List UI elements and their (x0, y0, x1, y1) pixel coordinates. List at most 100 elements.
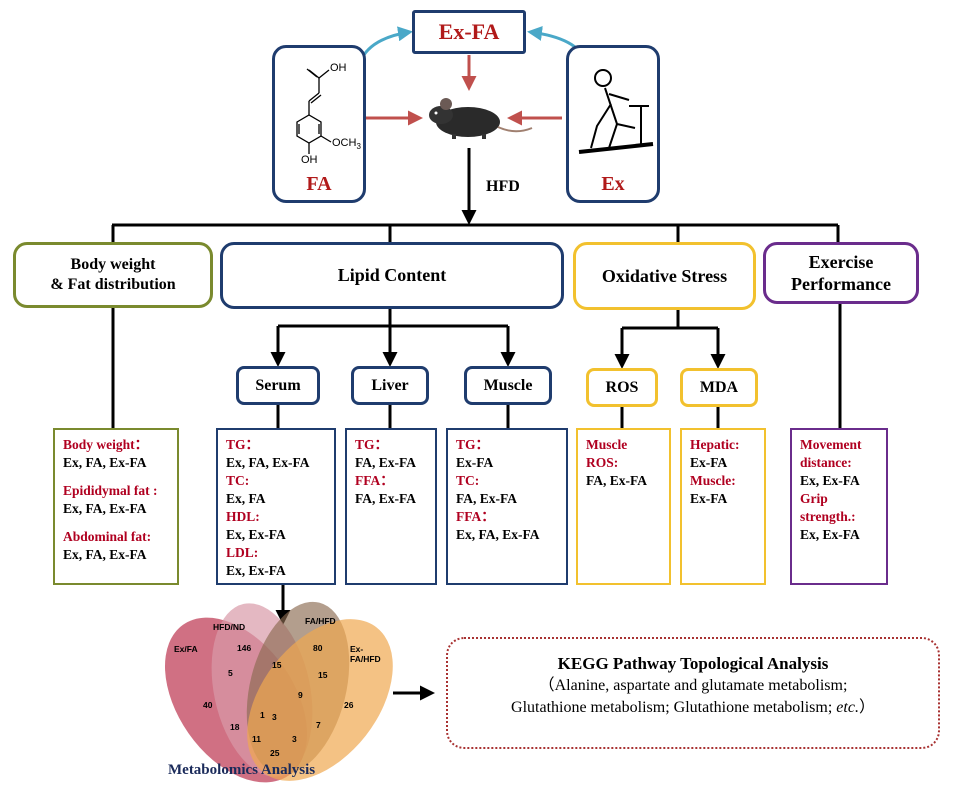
och3-label: OCH3 (332, 137, 361, 151)
venn-count: 7 (316, 720, 321, 730)
result-label: TG： (226, 437, 260, 452)
result-label: FFA： (355, 473, 394, 488)
venn-count: 5 (228, 668, 233, 678)
kegg-title: KEGG Pathway Topological Analysis (557, 654, 829, 673)
treadmill-runner-icon (578, 69, 654, 154)
kegg-line2-text: Glutathione metabolism; Glutathione meta… (511, 699, 837, 716)
result-label: TC: (456, 473, 480, 488)
result-label: Body weight： (63, 437, 149, 452)
result-label: Epididymal fat : (63, 483, 158, 498)
fa-label: FA (306, 173, 332, 195)
result-label: Muscle (586, 437, 628, 452)
results-muscle: TG： Ex-FA TC: FA, Ex-FA FFA： Ex, FA, Ex-… (446, 428, 568, 585)
result-value: Ex, Ex-FA (800, 473, 860, 488)
results-serum: TG： Ex, FA, Ex-FA TC: Ex, FA HDL: Ex, Ex… (216, 428, 336, 585)
venn-set-label: Ex-FA/HFD (350, 644, 381, 664)
result-value: Ex, Ex-FA (226, 563, 286, 578)
results-body-weight: Body weight： Ex, FA, Ex-FA Epididymal fa… (53, 428, 179, 585)
result-label: distance: (800, 455, 852, 470)
subcat-ros: ROS (586, 368, 658, 407)
kegg-line2: Glutathione metabolism; Glutathione meta… (448, 697, 938, 719)
venn-count: 18 (230, 722, 240, 732)
subcat-liver-label: Liver (371, 376, 409, 394)
category-body-weight-line1: Body weight (70, 256, 156, 273)
venn-count: 40 (203, 700, 213, 710)
result-label: Hepatic: (690, 437, 740, 452)
category-exercise-line1: Exercise (808, 251, 874, 272)
mouse-icon (429, 98, 533, 139)
category-exercise-performance: Exercise Performance (763, 242, 919, 304)
oh-bottom-label: OH (301, 154, 318, 166)
venn-count: 3 (292, 734, 297, 744)
result-label: TG： (456, 437, 490, 452)
result-value: FA, Ex-FA (456, 491, 517, 506)
result-value: Ex, FA, Ex-FA (226, 455, 310, 470)
fa-box: OH OCH3 OH FA (272, 45, 366, 203)
ex-box: Ex (566, 45, 660, 203)
result-value: FA, Ex-FA (355, 491, 416, 506)
result-label: Movement (800, 437, 862, 452)
category-oxidative-stress: Oxidative Stress (573, 242, 756, 310)
kegg-analysis-box: KEGG Pathway Topological Analysis （Alani… (446, 637, 940, 749)
result-value: Ex, FA (226, 491, 266, 506)
subcat-ros-label: ROS (605, 378, 639, 396)
result-label: TC: (226, 473, 250, 488)
result-label: LDL: (226, 545, 259, 560)
result-value: Ex, FA, Ex-FA (63, 501, 147, 516)
ferulic-acid-structure-icon (296, 68, 332, 154)
subcat-muscle: Muscle (464, 366, 552, 405)
result-label: Abdominal fat: (63, 529, 152, 544)
subcat-mda-label: MDA (699, 378, 739, 396)
result-value: Ex, FA, Ex-FA (63, 547, 147, 562)
venn-count: 26 (344, 700, 354, 710)
result-value: Ex, FA, Ex-FA (456, 527, 540, 542)
result-value: FA, Ex-FA (586, 473, 647, 488)
category-body-weight: Body weight & Fat distribution (13, 242, 213, 308)
exfa-box: Ex-FA (412, 10, 526, 54)
venn-count: 1 (260, 710, 265, 720)
subcat-serum: Serum (236, 366, 320, 405)
result-label: TG： (355, 437, 389, 452)
result-label: HDL: (226, 509, 260, 524)
venn-diagram (164, 601, 393, 783)
results-mda: Hepatic: Ex-FA Muscle: Ex-FA (680, 428, 766, 585)
venn-count: 146 (237, 643, 252, 653)
venn-count: 3 (272, 712, 277, 722)
kegg-line2-em: etc. (836, 699, 859, 716)
venn-count: 15 (272, 660, 282, 670)
results-ros: Muscle ROS: FA, Ex-FA (576, 428, 671, 585)
category-body-weight-line2: & Fat distribution (50, 276, 176, 293)
venn-set-label: HFD/ND (213, 622, 246, 632)
subcat-muscle-label: Muscle (483, 376, 533, 394)
subcat-serum-label: Serum (255, 376, 301, 394)
result-value: Ex-FA (690, 455, 728, 470)
exfa-label: Ex-FA (438, 19, 500, 44)
och3-text: OCH (332, 137, 357, 149)
result-value: Ex-FA (456, 455, 494, 470)
result-value: Ex, FA, Ex-FA (63, 455, 147, 470)
kegg-line1: （Alanine, aspartate and glutamate metabo… (538, 677, 848, 694)
venn-count: 80 (313, 643, 323, 653)
category-exercise-line2: Performance (791, 274, 891, 294)
och3-subscript: 3 (356, 142, 361, 152)
venn-count: 15 (318, 670, 328, 680)
venn-count: 9 (298, 690, 303, 700)
venn-set-label: Ex/FA (174, 644, 198, 654)
result-label: Muscle: (690, 473, 736, 488)
result-value: Ex, Ex-FA (226, 527, 286, 542)
kegg-line2-end: ） (858, 699, 875, 716)
result-label: FFA： (456, 509, 495, 524)
result-label: strength.: (800, 509, 856, 524)
category-oxidative-label: Oxidative Stress (601, 265, 728, 286)
venn-count: 11 (252, 734, 261, 744)
venn-set-label: FA/HFD (305, 616, 336, 626)
result-label: ROS: (586, 455, 619, 470)
results-exercise: Movement distance: Ex, Ex-FA Grip streng… (790, 428, 888, 585)
oh-top-label: OH (330, 62, 347, 74)
venn-title: Metabolomics Analysis (168, 762, 316, 778)
category-lipid-content: Lipid Content (220, 242, 564, 309)
subcat-liver: Liver (351, 366, 429, 405)
subcat-mda: MDA (680, 368, 758, 407)
venn-count: 25 (270, 748, 280, 758)
